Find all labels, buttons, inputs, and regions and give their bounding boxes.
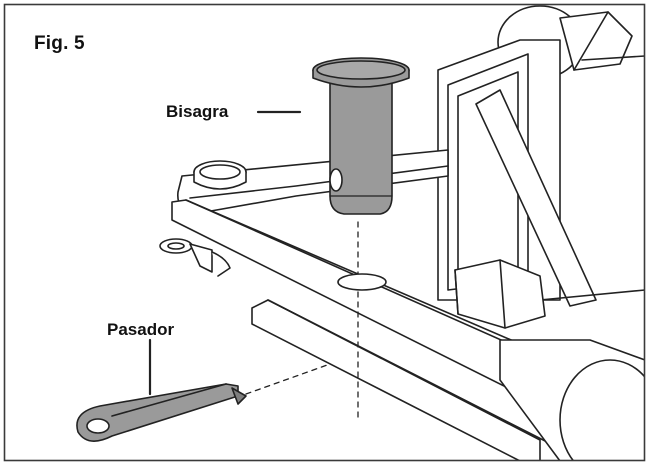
rear-clip-pin (159, 238, 231, 277)
cotter-pin (76, 383, 247, 442)
hex-nut (454, 259, 546, 329)
callout-leaders (148, 110, 302, 396)
figure-border (3, 3, 646, 462)
figure-label: Fig. 5 (34, 33, 85, 54)
callout-pasador: Pasador (107, 320, 175, 339)
cylinder-body (499, 339, 645, 461)
lower-bracket-plate (251, 299, 556, 461)
machine-frame-part (437, 5, 645, 307)
callout-bisagra: Bisagra (166, 102, 229, 121)
hinge-pin (312, 57, 410, 215)
alignment-guides (245, 221, 359, 421)
upper-link-arm (177, 149, 449, 215)
